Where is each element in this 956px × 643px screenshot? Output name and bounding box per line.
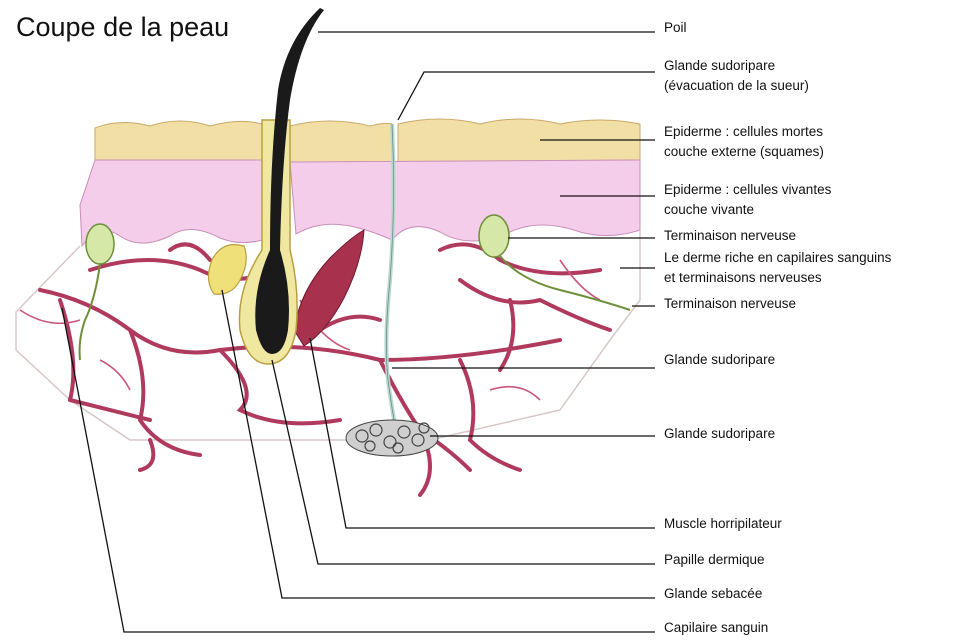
muscle-horripilateur	[294, 230, 364, 346]
label-line: Capilaire sanguin	[664, 618, 768, 638]
leader-lines	[62, 32, 655, 632]
label-line: Muscle horripilateur	[664, 514, 782, 534]
label-derme: Le derme riche en capilaires sanguins et…	[664, 248, 891, 288]
label-terminaison-nerveuse-2: Terminaison nerveuse	[664, 294, 796, 314]
epiderme-squames-layer	[95, 121, 262, 160]
label-line: Glande sudoripare	[664, 56, 809, 76]
label-line: couche externe (squames)	[664, 142, 824, 162]
label-capilaire-sanguin: Capilaire sanguin	[664, 618, 768, 638]
epiderme-vivant-layer-right	[290, 160, 640, 241]
label-papille-dermique: Papille dermique	[664, 550, 765, 570]
label-line: Papille dermique	[664, 550, 765, 570]
label-line: Glande sudoripare	[664, 350, 775, 370]
label-line: (évacuation de la sueur)	[664, 76, 809, 96]
label-line: couche vivante	[664, 200, 831, 220]
label-line: Glande sudoripare	[664, 424, 775, 444]
glande-sebacee	[208, 245, 246, 295]
label-terminaison-nerveuse-1: Terminaison nerveuse	[664, 226, 796, 246]
label-line: Glande sebacée	[664, 584, 762, 604]
label-epiderme-cellules-vivantes: Epiderme : cellules vivantes couche viva…	[664, 180, 831, 220]
label-line: Epiderme : cellules vivantes	[664, 180, 831, 200]
label-epiderme-cellules-mortes: Epiderme : cellules mortes couche extern…	[664, 122, 824, 162]
label-line: Le derme riche en capilaires sanguins	[664, 248, 891, 268]
label-glande-sudoripare-2: Glande sudoripare	[664, 424, 775, 444]
diagram-title: Coupe de la peau	[16, 12, 229, 43]
label-line: et terminaisons nerveuses	[664, 268, 891, 288]
label-poil-text: Poil	[664, 18, 687, 38]
label-muscle-horripilateur: Muscle horripilateur	[664, 514, 782, 534]
label-line: Terminaison nerveuse	[664, 294, 796, 314]
leader-glande-sudoripare-evac	[398, 72, 655, 120]
label-glande-sebacee: Glande sebacée	[664, 584, 762, 604]
terminaison-nerveuse-left	[80, 224, 114, 360]
label-poil: Poil	[664, 18, 687, 38]
glande-sudoripare-pelote	[346, 420, 438, 456]
epiderme-squames-layer-right	[290, 121, 392, 162]
label-glande-sudoripare-evacuation: Glande sudoripare (évacuation de la sueu…	[664, 56, 809, 96]
label-line: Terminaison nerveuse	[664, 226, 796, 246]
label-glande-sudoripare-1: Glande sudoripare	[664, 350, 775, 370]
label-line: Epiderme : cellules mortes	[664, 122, 824, 142]
